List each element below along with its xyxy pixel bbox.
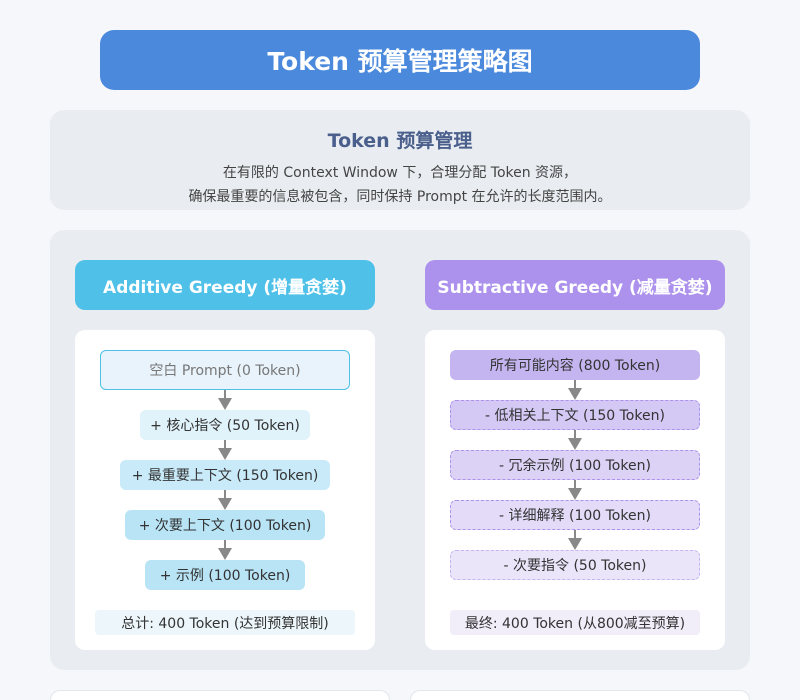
subtractive-step-3: - 冗余示例 (100 Token) [450,450,700,480]
additive-step-2: + 核心指令 (50 Token) [140,410,310,440]
strategies-panel: Additive Greedy (增量贪婪) Subtractive Greed… [50,230,750,670]
arrow-down-icon [568,480,582,500]
arrow-down-icon [568,530,582,550]
subtractive-step-5: - 次要指令 (50 Token) [450,550,700,580]
additive-step-3: + 最重要上下文 (150 Token) [120,460,330,490]
additive-greedy-card: 空白 Prompt (0 Token) + 核心指令 (50 Token) + … [75,330,375,650]
arrow-down-icon [218,390,232,410]
next-section-left-card [50,690,390,700]
intro-line-2: 确保最重要的信息被包含，同时保持 Prompt 在允许的长度范围内。 [188,189,612,205]
intro-line-1: 在有限的 Context Window 下，合理分配 Token 资源， [222,165,578,181]
arrow-down-icon [568,380,582,400]
subtractive-step-2: - 低相关上下文 (150 Token) [450,400,700,430]
subtractive-greedy-card: 所有可能内容 (800 Token) - 低相关上下文 (150 Token) … [425,330,725,650]
subtractive-greedy-header: Subtractive Greedy (减量贪婪) [425,260,725,310]
subtractive-step-4: - 详细解释 (100 Token) [450,500,700,530]
additive-step-4: + 次要上下文 (100 Token) [125,510,325,540]
subtractive-step-1: 所有可能内容 (800 Token) [450,350,700,380]
page-title: Token 预算管理策略图 [100,30,700,90]
subtractive-total: 最终: 400 Token (从800减至预算) [450,610,700,635]
intro-heading: Token 预算管理 [327,130,473,152]
additive-step-5: + 示例 (100 Token) [145,560,305,590]
additive-greedy-header: Additive Greedy (增量贪婪) [75,260,375,310]
arrow-down-icon [218,540,232,560]
arrow-down-icon [218,440,232,460]
arrow-down-icon [218,490,232,510]
arrow-down-icon [568,430,582,450]
additive-total: 总计: 400 Token (达到预算限制) [95,610,355,635]
intro-card: Token 预算管理 在有限的 Context Window 下，合理分配 To… [50,110,750,210]
next-section-right-card [410,690,750,700]
additive-step-1: 空白 Prompt (0 Token) [100,350,350,390]
